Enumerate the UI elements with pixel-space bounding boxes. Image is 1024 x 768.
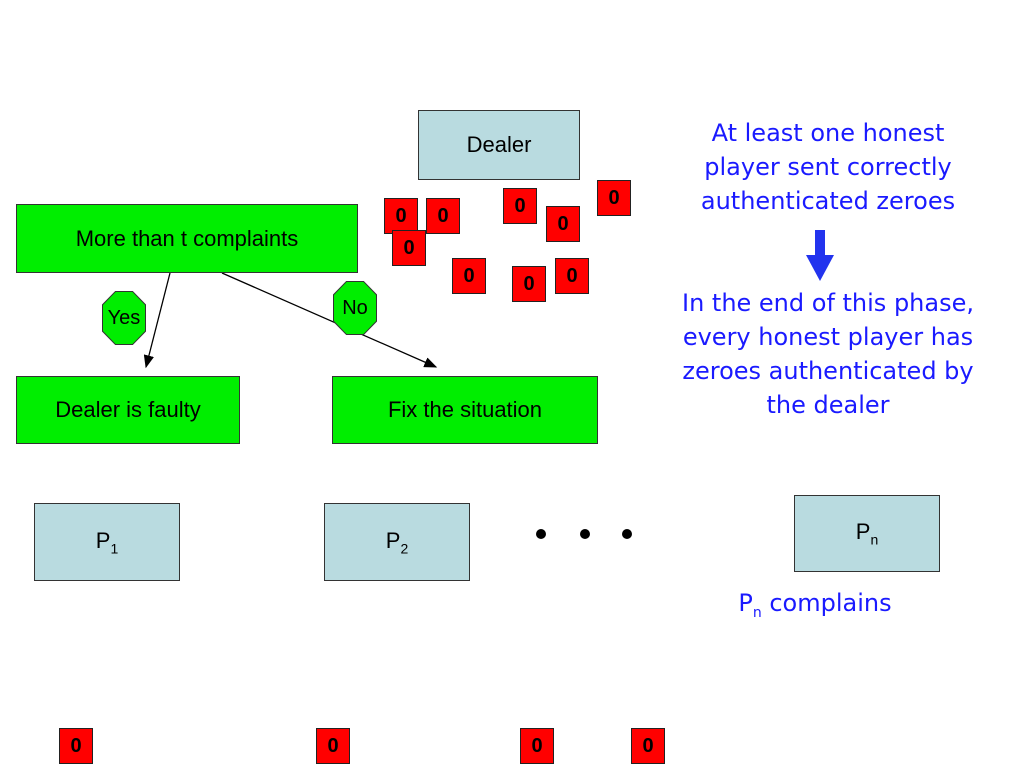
dealer-faulty-label: Dealer is faulty (55, 397, 201, 422)
ellipsis-dot (622, 529, 632, 539)
zero-token: 0 (512, 266, 546, 302)
decision-box: More than t complaints (16, 204, 358, 273)
player-2-box: P2 (324, 503, 470, 581)
dealer-faulty-box: Dealer is faulty (16, 376, 240, 444)
ellipsis-dot (536, 529, 546, 539)
zero-token: 0 (426, 198, 460, 234)
yes-octagon: Yes (103, 292, 145, 344)
no-label: No (342, 296, 368, 319)
zero-token: 0 (546, 206, 580, 242)
player-n-box: Pn (794, 495, 940, 572)
fix-situation-label: Fix the situation (387, 397, 543, 422)
decision-label: More than t complaints (75, 225, 299, 251)
complaint-note: Pn complains (738, 589, 892, 621)
zero-token: 0 (555, 258, 589, 294)
player-1-box: P1 (34, 503, 180, 581)
no-arrow (221, 272, 438, 368)
zero-token: 0 (520, 728, 554, 764)
zero-token: 0 (384, 198, 418, 234)
dealer-box: Dealer (418, 110, 580, 180)
down-arrow-icon (806, 230, 834, 281)
zero-token: 0 (597, 180, 631, 216)
zero-token: 0 (503, 188, 537, 224)
dealer-label: Dealer (466, 132, 532, 157)
ellipsis-dot (580, 529, 590, 539)
fix-situation-box: Fix the situation (332, 376, 598, 444)
note-bottom: In the end of this phase, every honest p… (681, 289, 974, 419)
player-2-label: P2 (385, 527, 409, 557)
yes-label: Yes (107, 306, 141, 329)
yes-arrow (143, 272, 171, 369)
zero-token: 0 (452, 258, 486, 294)
zero-token: 0 (631, 728, 665, 764)
zero-token: 0 (392, 230, 426, 266)
note-top: At least one honest player sent correctl… (700, 119, 956, 215)
zero-token: 0 (59, 728, 93, 764)
no-octagon: No (334, 282, 376, 334)
player-n-label: Pn (855, 519, 879, 548)
player-1-label: P1 (95, 527, 119, 557)
zero-token: 0 (316, 728, 350, 764)
